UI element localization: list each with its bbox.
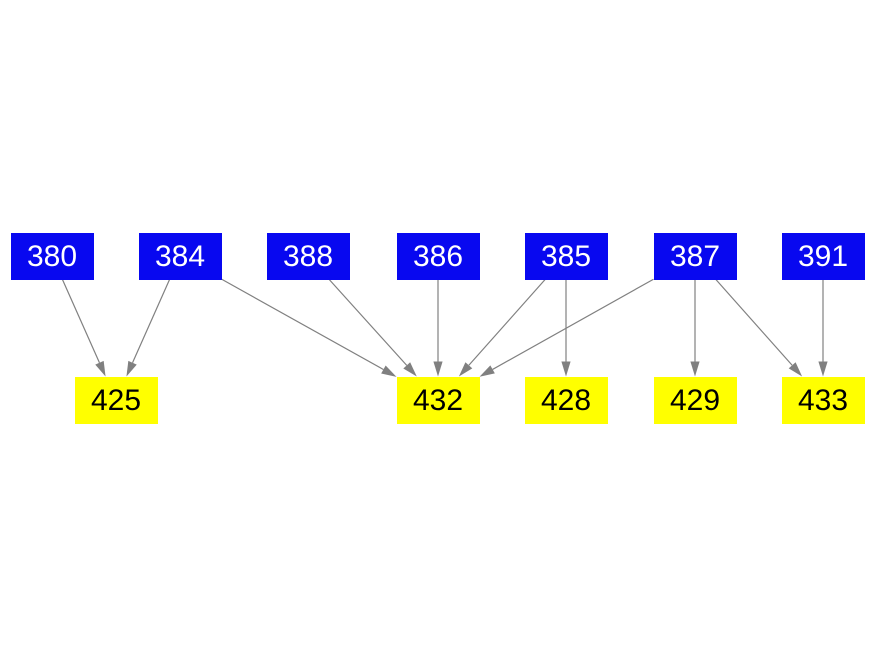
arrowhead-386-432 — [433, 361, 443, 377]
node-label: 428 — [540, 384, 592, 417]
node-label: 385 — [540, 240, 592, 273]
node-388: 388 — [266, 232, 350, 280]
edge-380-425 — [61, 279, 101, 364]
arrowhead-384-425 — [126, 360, 137, 377]
arrowhead-380-425 — [95, 360, 106, 377]
node-label: 429 — [669, 384, 721, 417]
node-384: 384 — [138, 232, 222, 280]
edge-384-432 — [221, 278, 384, 371]
node-380: 380 — [10, 232, 94, 280]
node-label: 432 — [412, 384, 464, 417]
node-label: 386 — [412, 240, 464, 273]
node-428: 428 — [524, 376, 608, 424]
node-label: 384 — [154, 240, 206, 273]
node-label: 387 — [669, 240, 721, 273]
arrowhead-384-432 — [381, 365, 397, 377]
arrowhead-387-432 — [479, 365, 495, 377]
arrowhead-387-429 — [690, 361, 700, 377]
node-387: 387 — [653, 232, 737, 280]
edge-384-425 — [131, 279, 171, 364]
node-label: 425 — [90, 384, 142, 417]
node-429: 429 — [653, 376, 737, 424]
node-386: 386 — [396, 232, 480, 280]
node-433: 433 — [781, 376, 865, 424]
arrowhead-385-432 — [458, 362, 473, 377]
node-385: 385 — [524, 232, 608, 280]
node-label: 433 — [797, 384, 849, 417]
arrowhead-388-432 — [403, 362, 417, 377]
node-425: 425 — [74, 376, 158, 424]
arrowhead-385-428 — [561, 361, 571, 377]
node-432: 432 — [396, 376, 480, 424]
node-391: 391 — [781, 232, 865, 280]
edge-387-433 — [715, 279, 793, 366]
edge-385-432 — [468, 279, 546, 366]
edge-387-432 — [492, 278, 654, 370]
node-label: 380 — [26, 240, 78, 273]
arrowhead-387-433 — [788, 362, 803, 377]
node-label: 391 — [797, 240, 849, 273]
node-label: 388 — [282, 240, 334, 273]
edge-388-432 — [328, 279, 408, 366]
arrowhead-391-433 — [818, 361, 828, 377]
